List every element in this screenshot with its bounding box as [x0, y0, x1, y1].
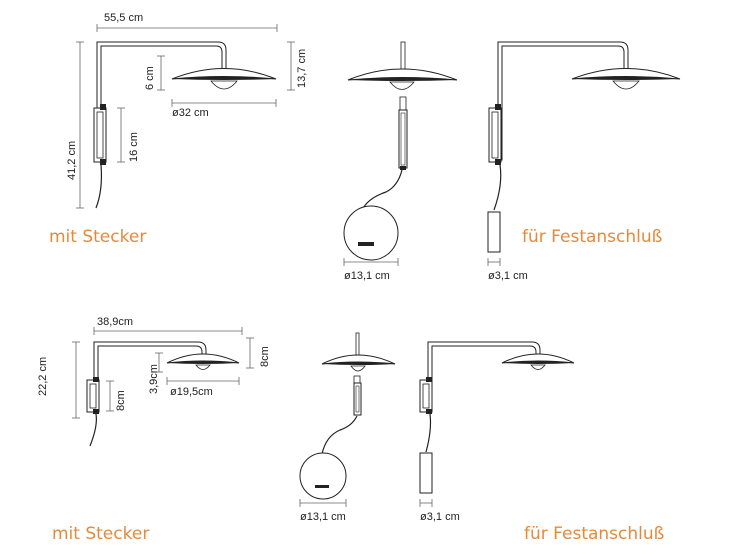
- top-fixed-diameter-label: ø3,1 cm: [488, 270, 528, 282]
- bottom-fixed-caption: für Festanschluß: [524, 524, 664, 544]
- bottom-shade-diameter-label: ø19,5cm: [170, 386, 213, 398]
- bottom-fixed-dimensions: ø3,1 cm: [419, 499, 460, 523]
- top-total-shade-label: 13,7 cm: [296, 49, 308, 88]
- top-round-base-dimensions: ø13,1 cm: [343, 258, 399, 282]
- top-width-label: 55,5 cm: [104, 12, 143, 24]
- bottom-plug-dimensions: 38,9cm 22,2 cm 3,9cm 8cm ø19,5cm 8cm: [37, 316, 271, 419]
- top-round-base-diameter-label: ø13,1 cm: [344, 270, 390, 282]
- top-fixed-dimensions: ø3,1 cm: [487, 258, 528, 282]
- top-plug-caption: mit Stecker: [49, 227, 146, 247]
- top-shade-height-label: 6 cm: [144, 66, 156, 90]
- bottom-width-label: 38,9cm: [97, 316, 133, 328]
- bottom-fixed-diameter-label: ø3,1 cm: [420, 511, 460, 523]
- top-plug-lamp-drawing: [93, 41, 277, 209]
- top-bracket-label: 16 cm: [128, 132, 140, 162]
- bottom-round-base-lamp-drawing: [299, 332, 396, 500]
- bottom-fixed-lamp-drawing: [419, 341, 575, 494]
- top-plug-dimensions: 55,5 cm 41,2 cm 6 cm 13,7 cm ø32 cm 16 c…: [66, 12, 308, 209]
- bottom-total-shade-label: 8cm: [259, 346, 271, 367]
- bottom-bracket-label: 8cm: [115, 390, 127, 411]
- bottom-plug-lamp-drawing: [86, 341, 240, 447]
- bottom-round-base-dimensions: ø13,1 cm: [299, 499, 347, 523]
- top-round-base-lamp-drawing: [343, 41, 458, 261]
- top-fixed-caption: für Festanschluß: [522, 227, 662, 247]
- top-shade-diameter-label: ø32 cm: [172, 107, 209, 119]
- top-fixed-lamp-drawing: [487, 41, 681, 253]
- bottom-round-base-diameter-label: ø13,1 cm: [300, 511, 346, 523]
- top-height-label: 41,2 cm: [66, 141, 78, 180]
- bottom-plug-caption: mit Stecker: [52, 524, 149, 544]
- bottom-height-label: 22,2 cm: [37, 357, 49, 396]
- bottom-shade-height-label: 3,9cm: [148, 364, 160, 394]
